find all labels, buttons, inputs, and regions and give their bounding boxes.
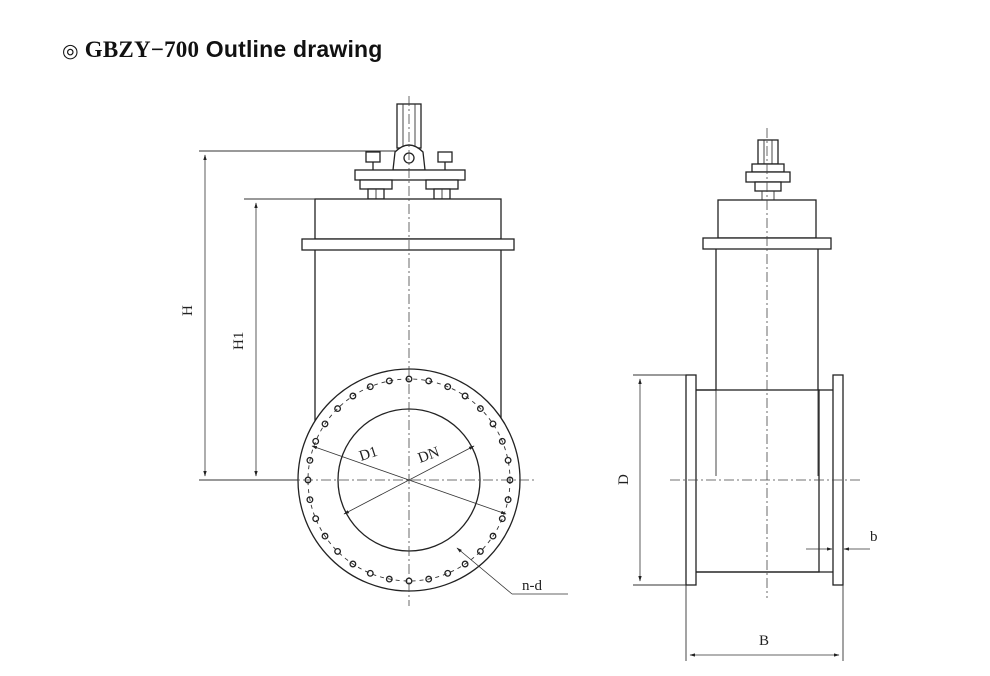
bolt-hole bbox=[498, 437, 506, 445]
label-h: H bbox=[180, 305, 196, 316]
bolt-hole bbox=[366, 569, 374, 577]
bolt-hole bbox=[425, 575, 433, 583]
front-view: D1 DN n-d H H1 bbox=[180, 96, 568, 606]
bolt-hole bbox=[489, 532, 497, 540]
bolt-hole bbox=[405, 375, 413, 383]
side-view: D b B bbox=[616, 128, 878, 661]
bolt-hole bbox=[489, 420, 497, 428]
bolt-hole bbox=[321, 420, 329, 428]
side-actuator bbox=[745, 139, 791, 200]
bolt-hole bbox=[461, 392, 469, 400]
bolt-hole bbox=[444, 569, 452, 577]
double-circle-icon: ◎ bbox=[62, 40, 79, 62]
label-dn: DN bbox=[416, 444, 442, 467]
page-title: ◎GBZY−700 Outline drawing bbox=[62, 36, 383, 63]
label-d1: D1 bbox=[357, 444, 379, 465]
actuator-stem bbox=[392, 103, 426, 171]
mounting-plate bbox=[354, 151, 466, 200]
bolt-hole bbox=[349, 560, 357, 568]
bolt-hole bbox=[334, 405, 342, 413]
label-d: D bbox=[616, 474, 632, 485]
bolt-hole bbox=[385, 377, 393, 385]
bolt-hole bbox=[444, 383, 452, 391]
label-b: b bbox=[870, 529, 878, 545]
bolt-hole bbox=[312, 437, 320, 445]
label-b-width: B bbox=[759, 633, 769, 649]
bolt-hole bbox=[498, 515, 506, 523]
bolt-hole bbox=[349, 392, 357, 400]
title-text: Outline drawing bbox=[205, 36, 383, 62]
bolt-hole bbox=[476, 405, 484, 413]
bonnet-body bbox=[301, 198, 515, 430]
bolt-hole bbox=[312, 515, 320, 523]
label-n-d: n-d bbox=[522, 578, 542, 594]
label-h1: H1 bbox=[231, 332, 247, 350]
bolt-hole bbox=[321, 532, 329, 540]
bolt-hole bbox=[366, 383, 374, 391]
bolt-hole bbox=[461, 560, 469, 568]
bolt-hole bbox=[385, 575, 393, 583]
bolt-hole bbox=[476, 547, 484, 555]
bolt-hole bbox=[334, 547, 342, 555]
model-number: GBZY−700 bbox=[84, 37, 200, 62]
bolt-hole bbox=[425, 377, 433, 385]
